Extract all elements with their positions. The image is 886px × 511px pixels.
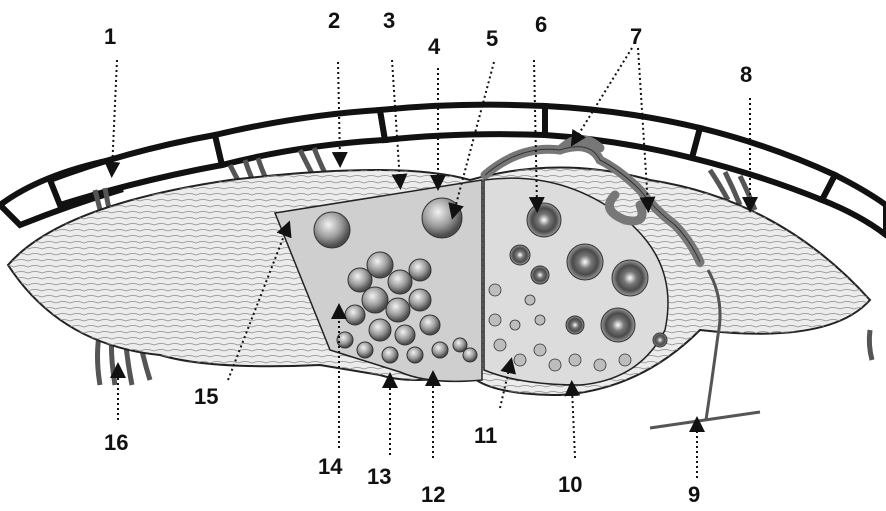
callout-15: 15 [194, 386, 218, 408]
callout-1: 1 [104, 26, 116, 48]
callout-11: 11 [474, 425, 497, 447]
callout-9: 9 [688, 484, 700, 506]
callout-13: 13 [367, 466, 391, 488]
callout-4: 4 [428, 36, 440, 58]
callout-7: 7 [630, 26, 642, 48]
callout-2: 2 [328, 10, 340, 32]
callout-14: 14 [318, 456, 342, 478]
callout-3: 3 [383, 10, 395, 32]
callout-12: 12 [421, 484, 445, 506]
callout-5: 5 [486, 28, 498, 50]
callout-6: 6 [535, 14, 547, 36]
callout-8: 8 [740, 64, 752, 86]
callout-10: 10 [558, 474, 582, 496]
leader-dots [431, 376, 435, 380]
callout-16: 16 [104, 432, 128, 454]
